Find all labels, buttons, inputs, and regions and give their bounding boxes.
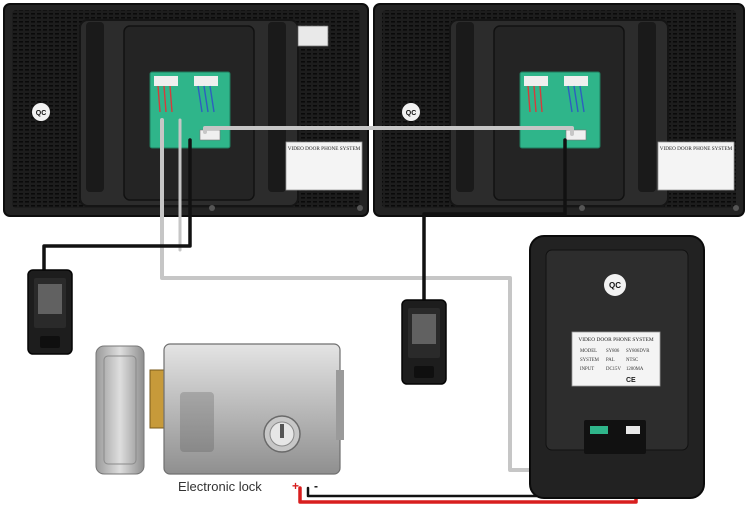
door-station: QC VIDEO DOOR PHONE SYSTEM MODEL SY806 S… [529,235,705,499]
power-adapter-right [401,299,447,385]
qc-text: QC [609,281,621,290]
qc-text: QC [36,110,47,117]
polarity-minus: - [314,479,318,493]
connector-socket [297,25,329,47]
label-model-key: MODEL [580,349,597,354]
label-title: VIDEO DOOR PHONE SYSTEM [660,146,733,152]
lock-cylinder [263,415,301,453]
indoor-monitor-right: QC VIDEO DOOR PHONE SYSTEM [373,3,745,217]
label-input-key: INPUT [580,367,594,372]
label-input-value: DC15V [606,367,621,372]
spec-label-left: VIDEO DOOR PHONE SYSTEM [285,141,363,191]
label-title: VIDEO DOOR PHONE SYSTEM [288,146,361,152]
label-system-value: PAL [606,358,615,363]
spec-label-door: VIDEO DOOR PHONE SYSTEM MODEL SY806 SY80… [571,331,661,387]
lock-caption: Electronic lock [178,479,262,494]
electronic-lock [95,343,344,475]
qc-sticker-door: QC [604,274,626,296]
polarity-plus: + [292,479,299,493]
power-adapter-left [27,269,73,355]
qc-text: QC [406,110,417,117]
label-input-value-2: 1200MA [626,367,644,372]
indoor-monitor-left: QC VIDEO DOOR PHONE SYSTEM [3,3,369,217]
qc-sticker-right: QC [402,103,420,121]
circuit-board-right [519,71,601,149]
label-model-value: SY806 [606,349,620,354]
gray-wire-monitors [203,126,574,136]
ce-mark: CE [626,377,636,384]
black-wire-psu-right [422,138,567,302]
label-model-value-2: SY806DVR [626,349,650,354]
qc-sticker-left: QC [32,103,50,121]
label-title: VIDEO DOOR PHONE SYSTEM [578,337,654,343]
spec-label-right: VIDEO DOOR PHONE SYSTEM [657,141,735,191]
door-station-terminal [584,420,646,454]
black-wire-psu-left [42,138,192,272]
label-system-value-2: NTSC [626,358,638,363]
label-system-key: SYSTEM [580,358,600,363]
